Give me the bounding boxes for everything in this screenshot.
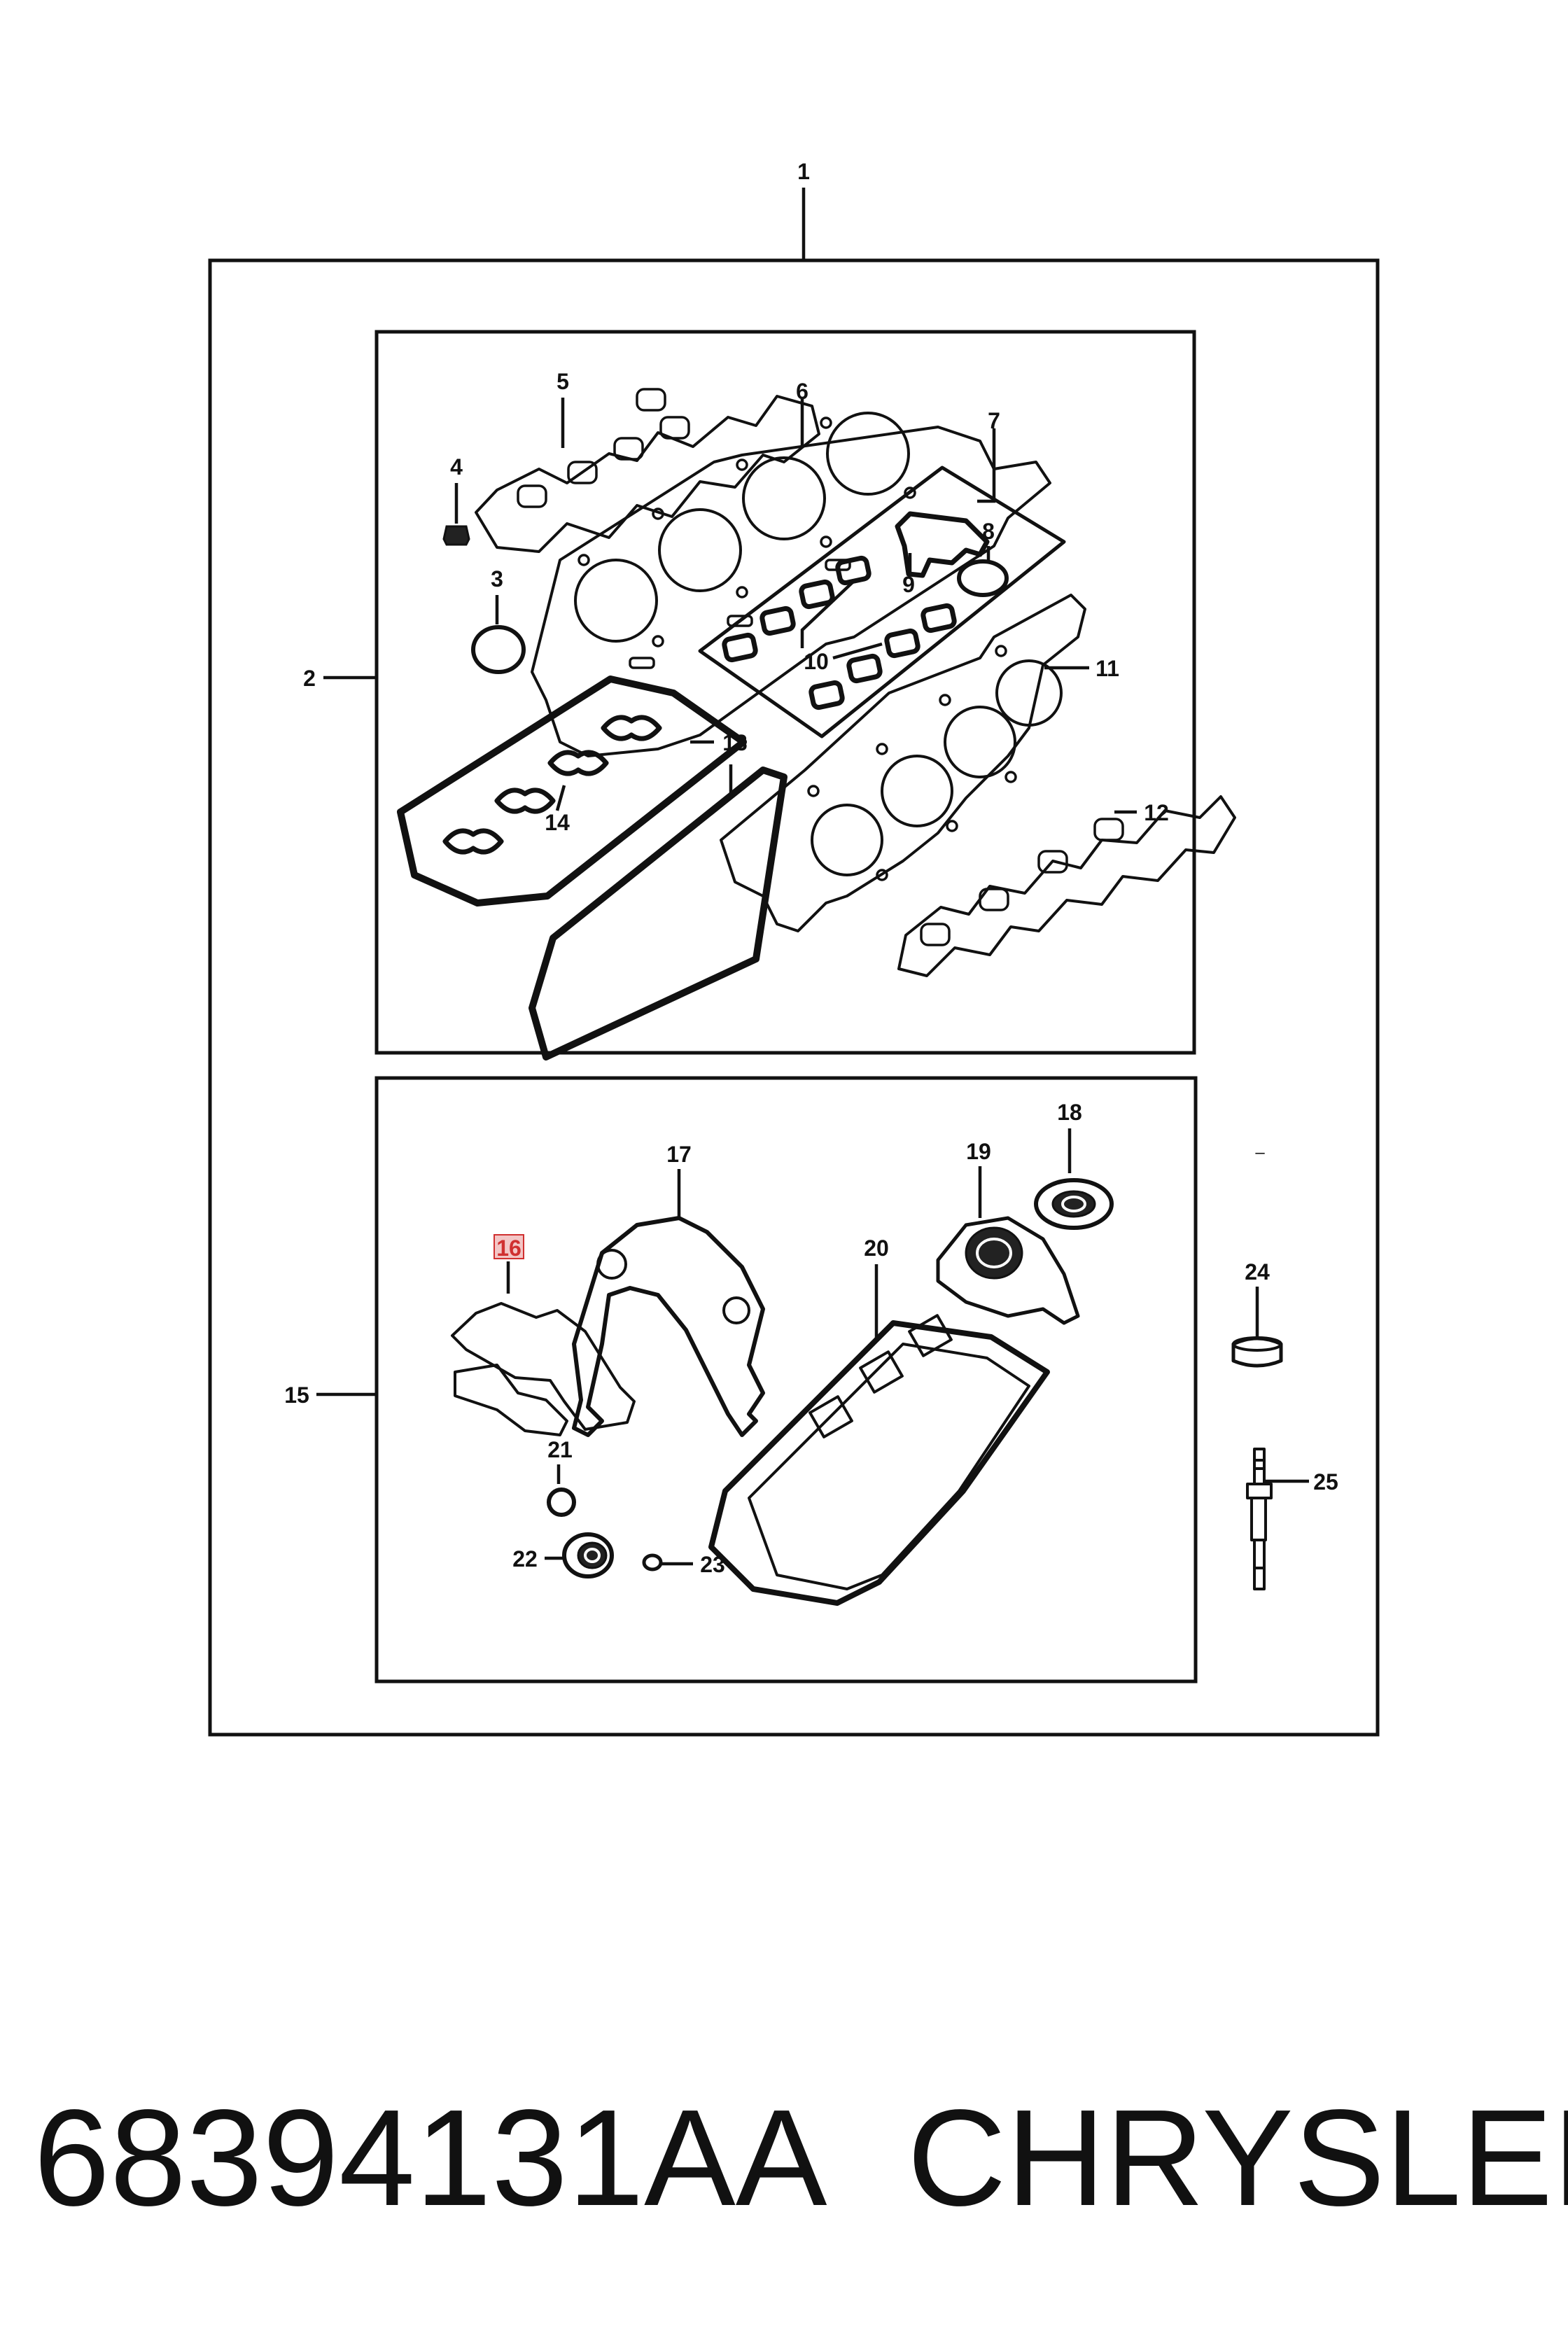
callout-13: 13 bbox=[722, 730, 748, 755]
callout-9: 9 bbox=[902, 572, 915, 597]
callout-12: 12 bbox=[1144, 800, 1169, 825]
part-9-throttle-gasket bbox=[895, 511, 990, 578]
callout-16-highlight bbox=[493, 1234, 524, 1259]
callout-17: 17 bbox=[666, 1142, 692, 1167]
part-17-timing-cover-gasket bbox=[572, 1169, 765, 1437]
callout-21: 21 bbox=[547, 1437, 573, 1462]
part-21-o-ring bbox=[547, 1464, 576, 1517]
part-6-head-gasket bbox=[531, 399, 1051, 757]
callout-16: 16 bbox=[496, 1236, 522, 1261]
part-10-intake-port-seals bbox=[722, 555, 957, 710]
part-23-small-o-ring bbox=[642, 1553, 693, 1572]
callout-14: 14 bbox=[545, 810, 570, 835]
callout-2: 2 bbox=[303, 666, 316, 691]
callout-6: 6 bbox=[796, 379, 808, 404]
callout-1: 1 bbox=[797, 159, 810, 184]
upper-set-frame bbox=[374, 330, 1196, 1055]
part-16-water-pump-gasket bbox=[451, 1261, 636, 1436]
callout-3: 3 bbox=[491, 566, 503, 592]
footer-brand: CHRYSLER bbox=[907, 2081, 1568, 2234]
callout-11: 11 bbox=[1096, 656, 1119, 681]
callout-24: 24 bbox=[1245, 1259, 1270, 1284]
callout-18: 18 bbox=[1057, 1100, 1082, 1125]
callout-15: 15 bbox=[284, 1382, 309, 1408]
callout-7: 7 bbox=[988, 408, 1000, 433]
part-25-bolt bbox=[1246, 1448, 1309, 1590]
part-24-expansion-plug bbox=[1231, 1287, 1283, 1368]
part-22-front-crank-seal bbox=[545, 1532, 614, 1578]
footer-part-number: 68394131AA bbox=[34, 2081, 827, 2234]
callout-5: 5 bbox=[556, 369, 569, 394]
part-18-rear-main-seal bbox=[1034, 1128, 1114, 1230]
dash-mark: – bbox=[1255, 1143, 1265, 1162]
callout-22: 22 bbox=[512, 1546, 538, 1572]
part-3-o-ring bbox=[471, 595, 526, 674]
callout-8: 8 bbox=[982, 519, 995, 544]
part-4-plug bbox=[442, 483, 470, 546]
part-14-spark-plug-seals bbox=[442, 715, 662, 855]
callout-4: 4 bbox=[450, 454, 463, 479]
part-8-o-ring bbox=[957, 546, 1009, 597]
callout-10: 10 bbox=[804, 649, 829, 674]
callout-23: 23 bbox=[700, 1552, 725, 1577]
callout-25: 25 bbox=[1313, 1469, 1338, 1494]
part-12-exhaust-manifold-gasket bbox=[897, 795, 1236, 977]
outer-kit-frame bbox=[208, 258, 1380, 1737]
part-5-exhaust-manifold-gasket bbox=[475, 388, 820, 553]
part-7-intake-gasket-sheet bbox=[698, 428, 1066, 738]
callout-20: 20 bbox=[864, 1236, 889, 1261]
part-13-valve-cover-gaskets bbox=[397, 676, 788, 1060]
callout-19: 19 bbox=[966, 1139, 991, 1164]
lower-set-frame bbox=[374, 1076, 1198, 1684]
part-19-seal-retainer bbox=[936, 1166, 1080, 1325]
part-20-oil-pan-gasket bbox=[708, 1264, 1050, 1606]
